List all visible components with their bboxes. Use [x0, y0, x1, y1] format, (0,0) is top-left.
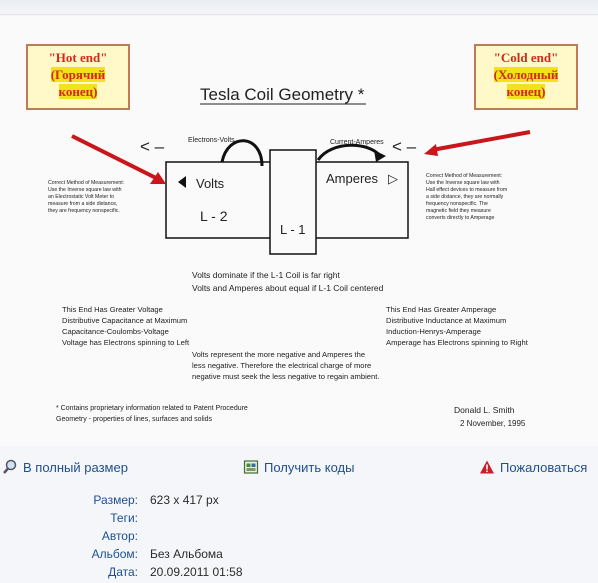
hot-end-ru-1: (Горячий [50, 67, 106, 82]
left-note-line-5: they are frequency nonspecific. [48, 208, 120, 214]
left-note-line-1: Correct Method of Measurement: [48, 180, 124, 186]
charge-explanation-line-1: Volts represent the more negative and Am… [192, 350, 365, 359]
meta-tags-row: Теги: [0, 511, 598, 529]
amperes-arrow-icon: ▷ [388, 171, 398, 186]
full-size-link[interactable]: В полный размер [2, 459, 128, 475]
figure-title: Tesla Coil Geometry * [200, 85, 365, 104]
top-strip [0, 0, 598, 15]
full-size-label: В полный размер [23, 459, 128, 475]
hot-end-annotation: "Hot end" (Горячий конец) [26, 44, 130, 110]
left-note-line-4: measure from a side distance, [48, 201, 118, 207]
amperage-block-line-4: Amperage has Electrons spinning to Right [386, 338, 529, 347]
amperes-arrowhead [374, 150, 386, 162]
album-label: Альбом: [91, 547, 138, 561]
l1-coil-rect [269, 149, 317, 255]
footnote-line-1: * Contains proprietary information relat… [56, 405, 248, 412]
cold-end-ru-2: конец) [506, 84, 546, 99]
charge-explanation-line-3: negative must seek the less negative to … [192, 372, 379, 381]
image-metadata: Размер: 623 x 417 px Теги: Автор: Альбом… [0, 493, 598, 583]
hot-end-arrowhead [150, 172, 166, 184]
hot-end-title: "Hot end" [48, 50, 108, 65]
right-note-line-4: a side distance, they are normally [426, 194, 504, 200]
volts-curl-arrow [220, 139, 264, 167]
right-note-line-5: frequency nonspecific. The [426, 201, 488, 207]
left-dash-arrows: < – [140, 137, 165, 156]
right-note-line-6: magnetic field they measure [426, 208, 491, 214]
author-signature: Donald L. Smith [454, 405, 515, 415]
amperage-block-line-1: This End Has Greater Amperage [386, 305, 496, 314]
right-dash-arrows: < – [392, 137, 417, 156]
voltage-end-description: This End Has Greater VoltageDistributive… [62, 305, 190, 347]
cold-end-annotation: "Cold end" (Холодный конец) [474, 44, 578, 110]
figure-date: 2 November, 1995 [460, 419, 526, 428]
size-value: 623 x 417 px [150, 493, 219, 507]
voltage-block-line-2: Distributive Capacitance at Maximum [62, 316, 187, 325]
get-codes-label: Получить коды [264, 459, 355, 475]
center-note-line-1: Volts dominate if the L-1 Coil is far ri… [192, 270, 341, 280]
amperage-end-description: This End Has Greater AmperageDistributiv… [386, 305, 529, 347]
left-note-line-3: an Electrostatic Volt Meter to [48, 194, 114, 200]
author-label: Автор: [101, 529, 138, 543]
tesla-coil-image[interactable]: Tesla Coil Geometry * < – < – Electrons-… [0, 16, 598, 446]
right-note-line-7: converts directly to Amperage [426, 215, 494, 221]
cold-end-arrowhead [424, 144, 438, 156]
center-note-line-2: Volts and Amperes about equal if L-1 Coi… [192, 283, 384, 293]
report-label: Пожаловаться [500, 459, 588, 475]
proprietary-footnote: * Contains proprietary information relat… [56, 405, 248, 423]
album-value: Без Альбома [150, 547, 223, 561]
magnifier-icon [3, 459, 17, 474]
volts-label: Volts [196, 176, 225, 191]
left-measurement-note: Correct Method of Measurement:Use the In… [48, 180, 124, 214]
meta-date-row: Дата: 20.09.2011 01:58 [0, 565, 598, 583]
right-measurement-note: Correct Method of Measurement:Use the In… [426, 173, 507, 221]
electrons-volts-label: Electrons-Volts [188, 137, 235, 144]
voltage-block-line-1: This End Has Greater Voltage [62, 305, 163, 314]
date-value: 20.09.2011 01:58 [150, 565, 243, 579]
charge-explanation: Volts represent the more negative and Am… [192, 350, 379, 381]
meta-album-row: Альбом: Без Альбома [0, 547, 598, 565]
report-link[interactable]: Пожаловаться [479, 459, 587, 475]
voltage-block-line-4: Voltage has Electrons spinning to Left [62, 338, 190, 347]
meta-size-row: Размер: 623 x 417 px [0, 493, 598, 511]
l2-label: L - 2 [200, 208, 228, 224]
amperage-block-line-2: Distributive Inductance at Maximum [386, 316, 506, 325]
cold-end-red-arrow [431, 130, 531, 152]
charge-explanation-line-2: less negative. Therefore the electrical … [192, 361, 371, 370]
l1-label: L - 1 [280, 222, 306, 237]
footnote-line-2: Geometry - properties of lines, surfaces… [56, 416, 213, 423]
date-label: Дата: [108, 565, 138, 579]
get-codes-link[interactable]: Получить коды [243, 459, 354, 475]
image-actions-bar: В полный размер Получить коды Пожаловать… [0, 459, 598, 479]
right-note-line-1: Correct Method of Measurement: [426, 173, 502, 179]
cold-end-ru-1: (Холодный [493, 67, 559, 82]
hot-end-ru-2: конец) [58, 84, 98, 99]
code-icon [243, 460, 259, 474]
current-amperes-label: Current-Amperes [330, 139, 384, 146]
tags-label: Теги: [110, 511, 138, 525]
amperage-block-line-3: Induction-Henrys-Amperage [386, 327, 481, 336]
volts-arrow-icon [178, 176, 186, 188]
left-note-line-2: Use the Inverse square law with [48, 187, 122, 193]
amperes-curl-arrow [316, 143, 382, 161]
right-note-line-3: Hall effect devices to measure from [426, 187, 507, 193]
amperes-label: Amperes [326, 171, 379, 186]
voltage-block-line-3: Capacitance-Coulombs-Voltage [62, 327, 169, 336]
right-note-line-2: Use the Inverse square law with [426, 180, 500, 186]
cold-end-title: "Cold end" [493, 50, 559, 65]
hot-end-red-arrow [71, 134, 161, 182]
meta-author-row: Автор: [0, 529, 598, 547]
tesla-coil-diagram: Tesla Coil Geometry * < – < – Electrons-… [48, 85, 531, 428]
size-label: Размер: [93, 493, 138, 507]
warning-icon [480, 460, 494, 474]
